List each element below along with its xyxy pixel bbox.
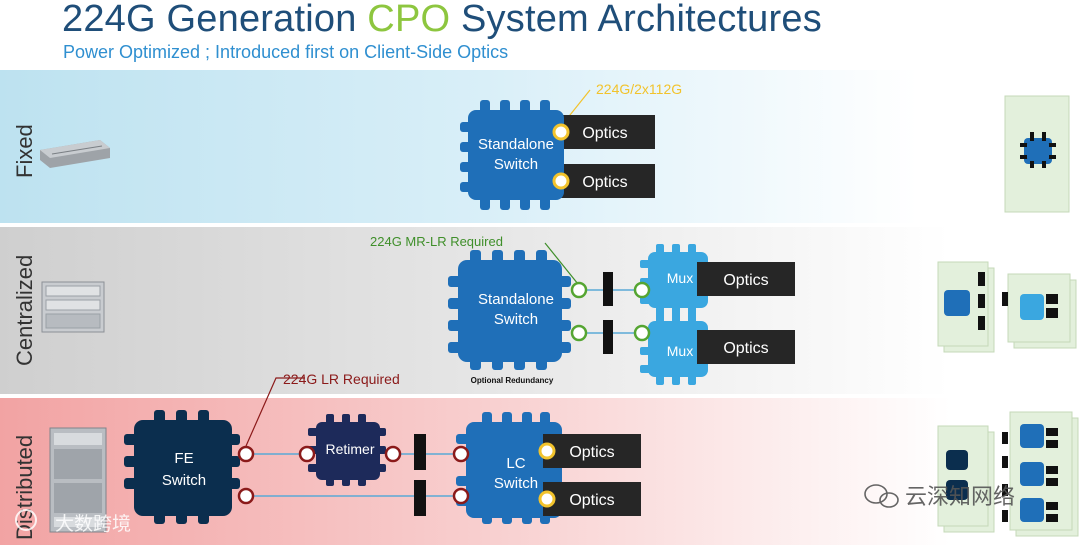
distributed-optics-bottom (543, 482, 641, 516)
fe-switch-label-1: FE (174, 450, 193, 467)
centralized-switch-port-bottom (570, 324, 588, 342)
retimer-port-left (298, 445, 316, 463)
right-watermark-text: 云深知网络 (905, 484, 1015, 509)
title-highlight: CPO (367, 0, 451, 40)
distributed-optics-bottom-label: Optics (569, 492, 614, 509)
lc-port-left-top (452, 445, 470, 463)
mux-bottom-label: Mux (667, 343, 693, 359)
centralized-switch-port-top (570, 281, 588, 299)
fe-switch-chip (124, 410, 240, 524)
fixed-switch-label-2: Switch (494, 156, 538, 173)
fixed-optics-bottom (555, 164, 655, 198)
lc-switch-chip (456, 412, 562, 524)
fixed-switch-label-1: Standalone (478, 136, 554, 153)
centralized-optics-top (697, 262, 795, 296)
fixed-switch-icon (40, 140, 110, 168)
fixed-standalone-switch-chip (460, 100, 564, 210)
distributed-mini-boards-icon (937, 411, 1079, 537)
centralized-annotation: 224G MR-LR Required (370, 234, 503, 249)
distributed-optics-top-label: Optics (569, 444, 614, 461)
mux-top-label: Mux (667, 270, 693, 286)
centralized-chassis-icon (41, 281, 105, 333)
retimer-label: Retimer (325, 441, 374, 457)
centralized-optics-bottom-label: Optics (723, 340, 768, 357)
centralized-optics-top-label: Optics (723, 272, 768, 289)
centralized-optics-bottom (697, 330, 795, 364)
centralized-connector-top (603, 272, 613, 306)
distributed-annotation: 224G LR Required (283, 371, 400, 387)
left-watermark-text: 大数跨境 (55, 513, 131, 535)
centralized-annotation-leader (544, 242, 579, 285)
lc-port-left-bottom (452, 487, 470, 505)
lc-optics-port-bottom (538, 490, 556, 508)
dist-connector-bottom (414, 480, 426, 516)
fixed-optics-top (555, 115, 655, 149)
centralized-switch-label-2: Switch (494, 311, 538, 328)
lc-optics-port-top (538, 442, 556, 460)
fixed-annotation: 224G/2x112G (596, 81, 682, 97)
fixed-optics-bottom-label: Optics (582, 174, 627, 191)
centralized-mini-boards-icon (937, 261, 1077, 353)
fixed-port-top (552, 123, 570, 141)
right-watermark: 云深知网络 (864, 484, 1015, 509)
lc-switch-label-2: Switch (494, 475, 538, 492)
retimer-port-right (384, 445, 402, 463)
centralized-switch-label-1: Standalone (478, 291, 554, 308)
optional-redundancy-note: Optional Redundancy (471, 376, 554, 385)
page-subtitle: Power Optimized ; Introduced first on Cl… (63, 42, 509, 62)
page-title: 224G Generation CPO System Architectures (62, 0, 822, 40)
mux-bottom-port (633, 324, 651, 342)
distributed-optics-top (543, 434, 641, 468)
centralized-connector-bottom (603, 320, 613, 354)
fe-port-bottom (237, 487, 255, 505)
left-watermark: 大数跨境 (15, 509, 131, 535)
fixed-optics-top-label: Optics (582, 125, 627, 142)
distributed-chassis-icon (49, 427, 107, 533)
mux-top-port (633, 281, 651, 299)
distributed-annotation-leader (245, 377, 305, 447)
fe-switch-label-2: Switch (162, 472, 206, 489)
fixed-port-bottom (552, 172, 570, 190)
fe-port-top (237, 445, 255, 463)
centralized-standalone-switch-chip (448, 250, 571, 370)
lc-switch-label-1: LC (506, 455, 525, 472)
mux-chip-top (640, 244, 708, 316)
dist-connector-top (414, 434, 426, 470)
fixed-mini-board-icon (1004, 95, 1070, 213)
